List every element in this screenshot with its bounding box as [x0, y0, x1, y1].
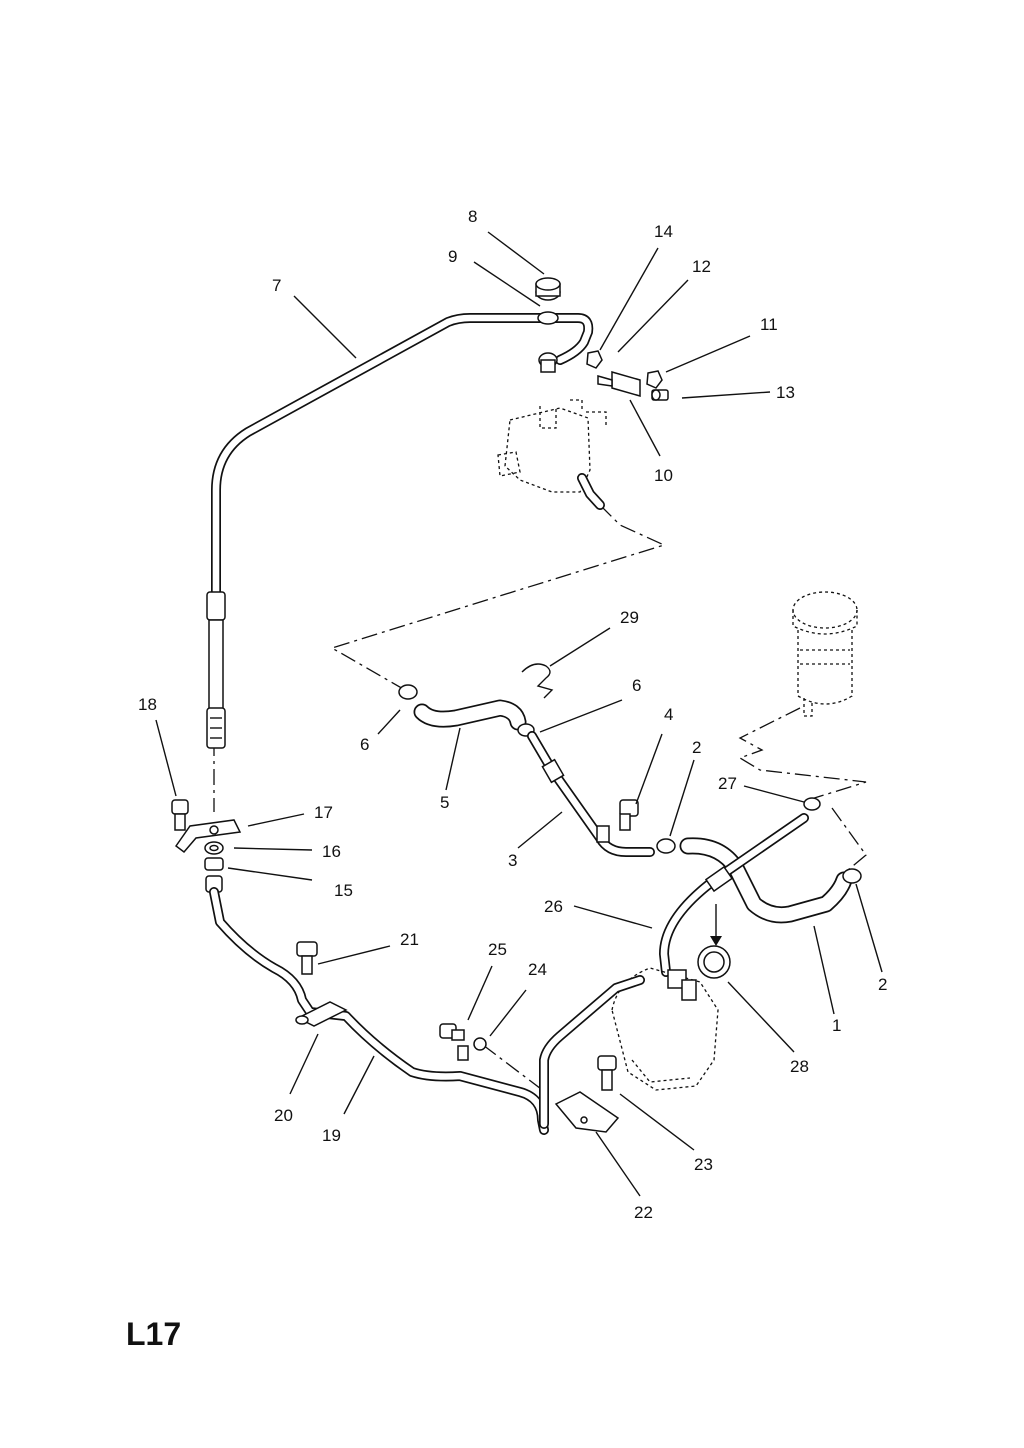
callout-22: 22 [634, 1203, 653, 1222]
lower-fittings [171, 799, 242, 893]
callout-14: 14 [654, 222, 673, 241]
callout-26: 26 [544, 897, 563, 916]
diagram-id: L17 [126, 1316, 182, 1352]
callout-labels: 8 9 7 14 12 11 13 10 29 6 6 5 4 2 27 3 2… [138, 207, 887, 1222]
callout-27: 27 [718, 774, 737, 793]
callout-5: 5 [440, 793, 449, 812]
bolt-part-4 [619, 799, 639, 831]
hose-clip [521, 663, 554, 699]
callout-6-left: 6 [360, 735, 369, 754]
return-hose [398, 684, 535, 737]
callout-12: 12 [692, 257, 711, 276]
callout-7: 7 [272, 276, 281, 295]
callout-4: 4 [664, 705, 673, 724]
steering-pump [611, 904, 731, 1091]
callout-1: 1 [832, 1016, 841, 1035]
leader-lines [155, 231, 883, 1197]
callout-3: 3 [508, 851, 517, 870]
callout-23: 23 [694, 1155, 713, 1174]
lower-pipe [209, 887, 645, 1135]
callout-9: 9 [448, 247, 457, 266]
pipe-hose-section [208, 619, 224, 711]
feed-hose [656, 837, 862, 924]
callout-11: 11 [760, 315, 778, 334]
steering-gear-outline [497, 399, 607, 510]
callout-17: 17 [314, 803, 333, 822]
banjo-fitting [535, 277, 594, 373]
pipe-sleeve-upper [206, 591, 226, 621]
callout-2-lower: 2 [878, 975, 887, 994]
callout-28: 28 [790, 1057, 809, 1076]
pump-bracket-parts [439, 1023, 620, 1133]
callout-18: 18 [138, 695, 157, 714]
callout-10: 10 [654, 466, 673, 485]
pipe-bracket-20 [295, 941, 348, 1027]
callout-20: 20 [274, 1106, 293, 1125]
return-pipe [527, 731, 655, 857]
callout-15: 15 [334, 881, 353, 900]
callout-25: 25 [488, 940, 507, 959]
callout-24: 24 [528, 960, 547, 979]
callout-2-upper: 2 [692, 738, 701, 757]
callout-13: 13 [776, 383, 795, 402]
callout-16: 16 [322, 842, 341, 861]
callout-29: 29 [620, 608, 639, 627]
bracket-parts [586, 350, 669, 401]
connection-lines [213, 504, 867, 1093]
callout-19: 19 [322, 1126, 341, 1145]
callout-6-right: 6 [632, 676, 641, 695]
suction-hose [659, 797, 821, 977]
fluid-reservoir [792, 591, 858, 717]
callout-8: 8 [468, 207, 477, 226]
callout-21: 21 [400, 930, 419, 949]
pressure-pipe [206, 313, 553, 749]
